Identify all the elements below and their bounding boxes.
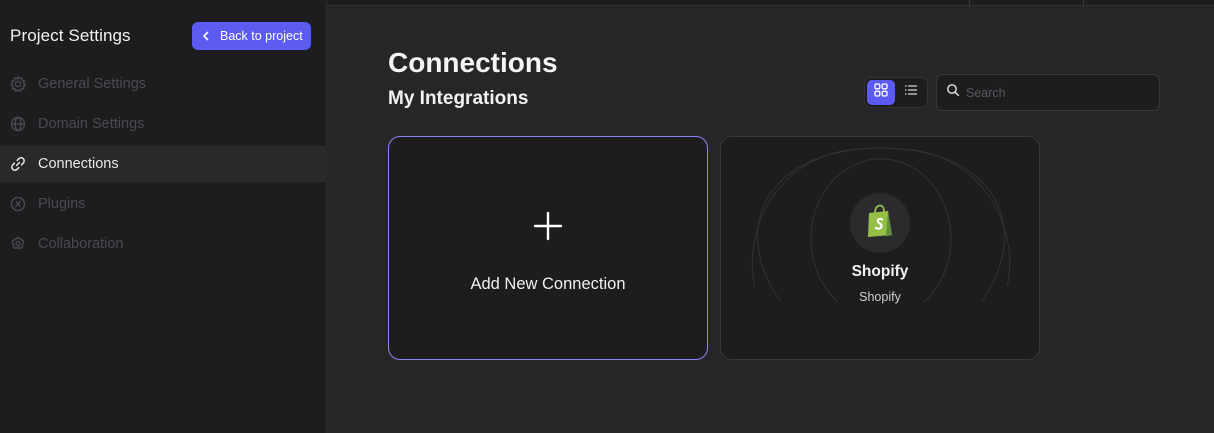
sidebar-item-label: Collaboration bbox=[38, 236, 124, 252]
chevron-left-icon bbox=[201, 31, 211, 41]
link-icon bbox=[9, 155, 27, 173]
search-box bbox=[936, 74, 1160, 111]
globe-icon bbox=[9, 115, 27, 133]
sidebar-item-label: General Settings bbox=[38, 76, 147, 92]
shopify-bag-icon bbox=[865, 204, 895, 243]
plugin-icon bbox=[9, 195, 27, 213]
sidebar-item-domain-settings[interactable]: Domain Settings bbox=[0, 106, 327, 142]
search-icon bbox=[946, 83, 960, 102]
sidebar-item-collaboration[interactable]: Collaboration bbox=[0, 226, 327, 262]
back-to-project-label: Back to project bbox=[220, 29, 303, 43]
sidebar-item-plugins[interactable]: Plugins bbox=[0, 186, 327, 222]
grid-view-button[interactable] bbox=[867, 80, 895, 105]
sidebar-item-general-settings[interactable]: General Settings bbox=[0, 66, 327, 102]
view-mode-toggle bbox=[864, 77, 928, 108]
sidebar: Project Settings Back to project General… bbox=[0, 0, 327, 433]
top-bar-divider bbox=[1083, 0, 1084, 6]
sidebar-item-connections[interactable]: Connections bbox=[0, 146, 327, 182]
shopify-subtitle: Shopify bbox=[859, 290, 901, 304]
sidebar-nav: General Settings Domain Settings Conne bbox=[0, 66, 327, 266]
gear-icon bbox=[9, 75, 27, 93]
plus-icon bbox=[533, 211, 563, 246]
grid-icon bbox=[874, 83, 888, 102]
add-connection-label: Add New Connection bbox=[470, 275, 626, 293]
shopify-name: Shopify bbox=[851, 263, 909, 280]
section-title: My Integrations bbox=[388, 88, 529, 109]
list-icon bbox=[904, 83, 918, 102]
sidebar-item-label: Plugins bbox=[38, 196, 86, 212]
add-connection-card[interactable]: Add New Connection bbox=[388, 136, 708, 360]
page-title: Connections bbox=[388, 47, 558, 78]
shopify-logo bbox=[850, 193, 910, 253]
shopify-connection-card[interactable]: Shopify Shopify bbox=[720, 136, 1040, 360]
search-input[interactable] bbox=[966, 85, 1146, 100]
top-bar bbox=[327, 0, 1214, 6]
sidebar-title: Project Settings bbox=[10, 26, 131, 45]
collaboration-icon bbox=[9, 235, 27, 253]
back-to-project-button[interactable]: Back to project bbox=[192, 22, 311, 50]
sidebar-item-label: Connections bbox=[38, 156, 119, 172]
top-bar-divider bbox=[969, 0, 970, 6]
sidebar-item-label: Domain Settings bbox=[38, 116, 145, 132]
sidebar-header: Project Settings Back to project bbox=[0, 0, 327, 74]
list-view-button[interactable] bbox=[897, 80, 925, 105]
decorative-rings bbox=[751, 147, 1011, 303]
